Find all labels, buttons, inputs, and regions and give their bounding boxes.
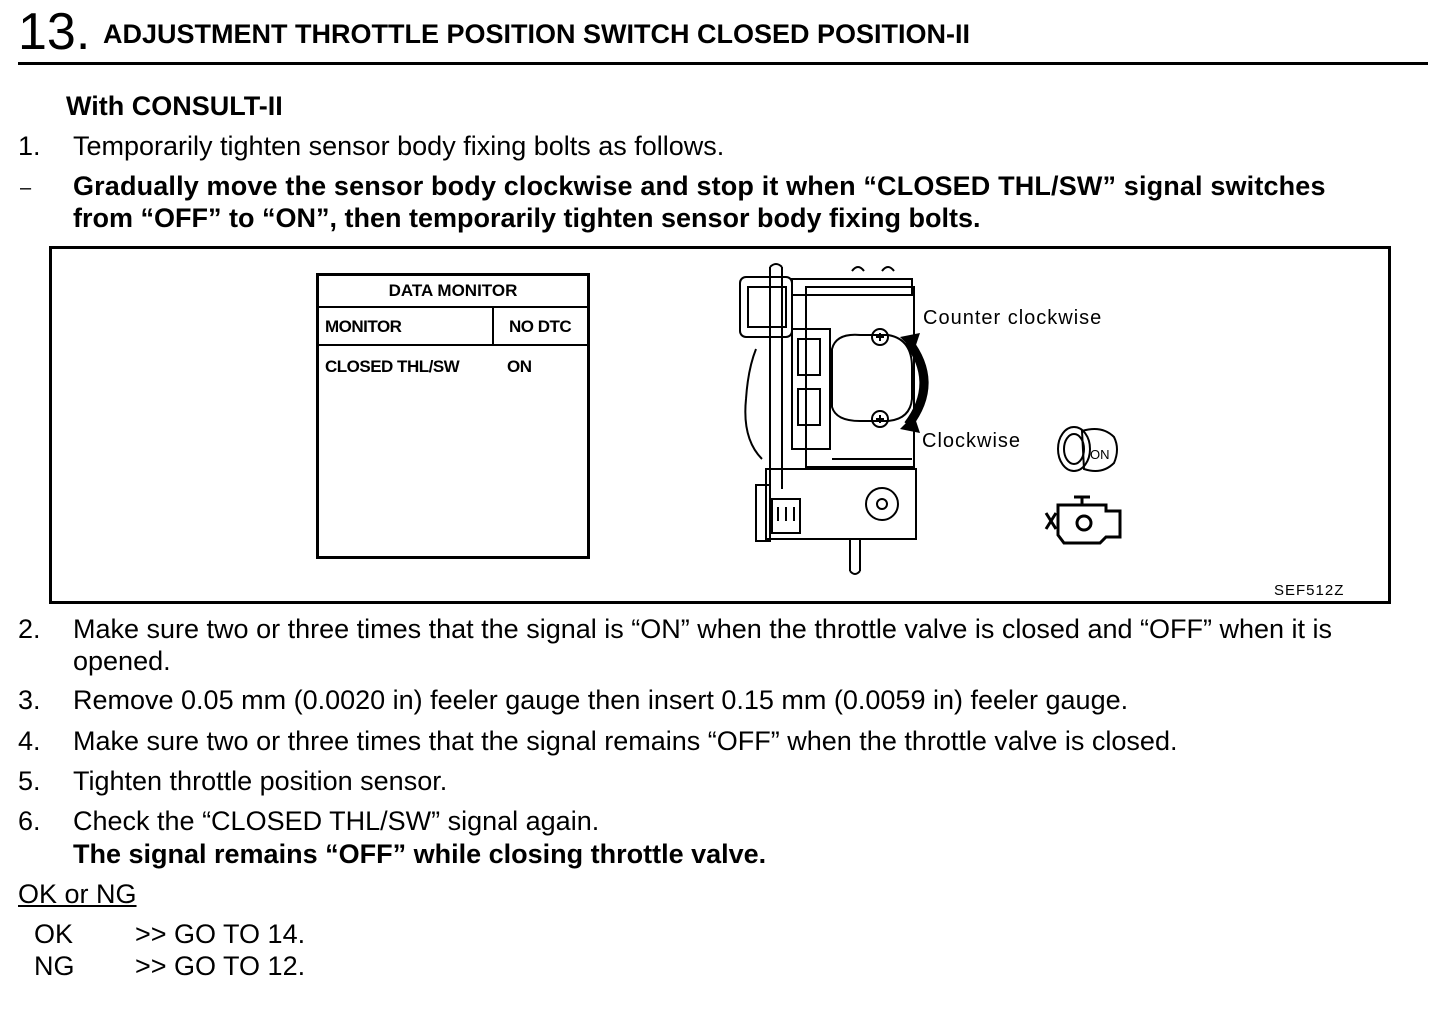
ng-label: NG [34, 951, 75, 981]
step-6-result: The signal remains “OFF” while closing t… [73, 839, 767, 869]
decision-heading: OK or NG [18, 879, 137, 909]
ok-action-link[interactable]: >> GO TO 14. [135, 919, 306, 949]
step-5-number: 5. [18, 766, 41, 796]
step-4-number: 4. [18, 726, 41, 756]
subheading: With CONSULT-II [66, 91, 283, 121]
engine-icon [1044, 495, 1122, 545]
ignition-on-label: ON [1090, 447, 1110, 462]
throttle-body-illustration [739, 263, 917, 575]
step-6-number: 6. [18, 806, 41, 836]
title-divider [18, 62, 1428, 65]
dash-item-line-1: Gradually move the sensor body clockwise… [73, 171, 1326, 201]
rotation-arrow-icon [900, 333, 929, 433]
step-2-line-1: Make sure two or three times that the si… [73, 614, 1333, 644]
data-monitor-title: DATA MONITOR [319, 276, 587, 308]
counter-clockwise-label: Counter clockwise [923, 307, 1103, 329]
ng-action-link[interactable]: >> GO TO 12. [135, 951, 306, 981]
data-monitor-col-no-dtc: NO DTC [509, 317, 572, 336]
step-number: 13. [18, 3, 91, 61]
data-monitor-row-value: ON [507, 357, 532, 376]
step-2-line-2: opened. [73, 646, 171, 676]
step-1-text: Temporarily tighten sensor body fixing b… [73, 131, 725, 161]
ok-label: OK [34, 919, 74, 949]
ignition-key-icon [1057, 426, 1118, 472]
dash-item-line-2: from “OFF” to “ON”, then temporarily tig… [73, 203, 981, 233]
data-monitor-header [319, 308, 587, 346]
data-monitor-column-divider [492, 308, 494, 344]
step-2-number: 2. [18, 614, 41, 644]
figure-frame: DATA MONITOR MONITOR NO DTC CLOSED THL/S… [49, 246, 1391, 604]
step-6-text: Check the “CLOSED THL/SW” signal again. [73, 806, 600, 836]
data-monitor-screen: DATA MONITOR MONITOR NO DTC CLOSED THL/S… [316, 273, 590, 559]
step-3-text: Remove 0.05 mm (0.0020 in) feeler gauge … [73, 685, 1129, 715]
page-title: ADJUSTMENT THROTTLE POSITION SWITCH CLOS… [103, 19, 971, 49]
clockwise-label: Clockwise [922, 430, 1022, 452]
figure-id: SEF512Z [1274, 582, 1345, 599]
step-1-number: 1. [18, 131, 41, 161]
step-5-text: Tighten throttle position sensor. [73, 766, 448, 796]
step-3-number: 3. [18, 685, 41, 715]
data-monitor-row-label: CLOSED THL/SW [325, 357, 460, 376]
dash-marker: – [20, 177, 32, 199]
step-4-text: Make sure two or three times that the si… [73, 726, 1178, 756]
data-monitor-col-monitor: MONITOR [325, 317, 402, 336]
